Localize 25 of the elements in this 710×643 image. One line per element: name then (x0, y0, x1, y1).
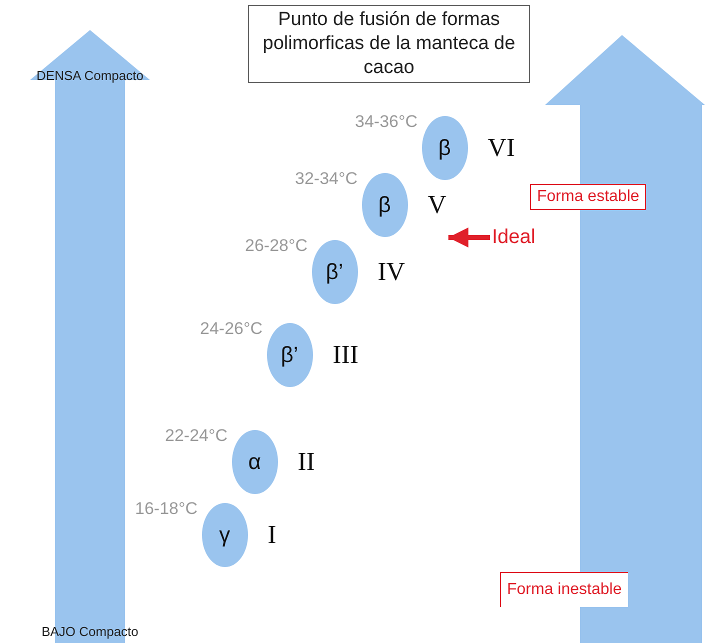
roman-numeral: II (298, 447, 315, 477)
roman-numeral: V (428, 190, 446, 220)
roman-numeral: I (268, 520, 276, 550)
phase-ellipse: α (232, 430, 278, 494)
roman-numeral: IV (378, 257, 405, 287)
arrow-label: DENSA Compacto (36, 68, 144, 83)
temperature-label: 24-26°C (200, 319, 263, 339)
arrow-label: BAJO Compacto (40, 624, 140, 639)
temperature-label: 26-28°C (245, 236, 308, 256)
label-box: Forma inestable (500, 572, 628, 607)
temperature-label: 16-18°C (135, 499, 198, 519)
temperature-label: 22-24°C (165, 426, 228, 446)
arrow (448, 228, 490, 248)
phase-ellipse: β’ (266, 323, 313, 387)
label-box: Forma estable (530, 184, 646, 210)
roman-numeral: III (332, 340, 359, 370)
temperature-label: 32-34°C (295, 169, 358, 189)
callout-text: Ideal (492, 226, 536, 249)
phase-ellipse: β (422, 116, 468, 180)
title: Punto de fusión de formas polimorficas de la manteca de cacao (248, 5, 530, 83)
phase-ellipse: γ (202, 503, 248, 567)
phase-ellipse: β (362, 173, 408, 237)
temperature-label: 34-36°C (355, 112, 418, 132)
roman-numeral: VI (488, 133, 515, 163)
phase-ellipse: β’ (312, 240, 358, 304)
